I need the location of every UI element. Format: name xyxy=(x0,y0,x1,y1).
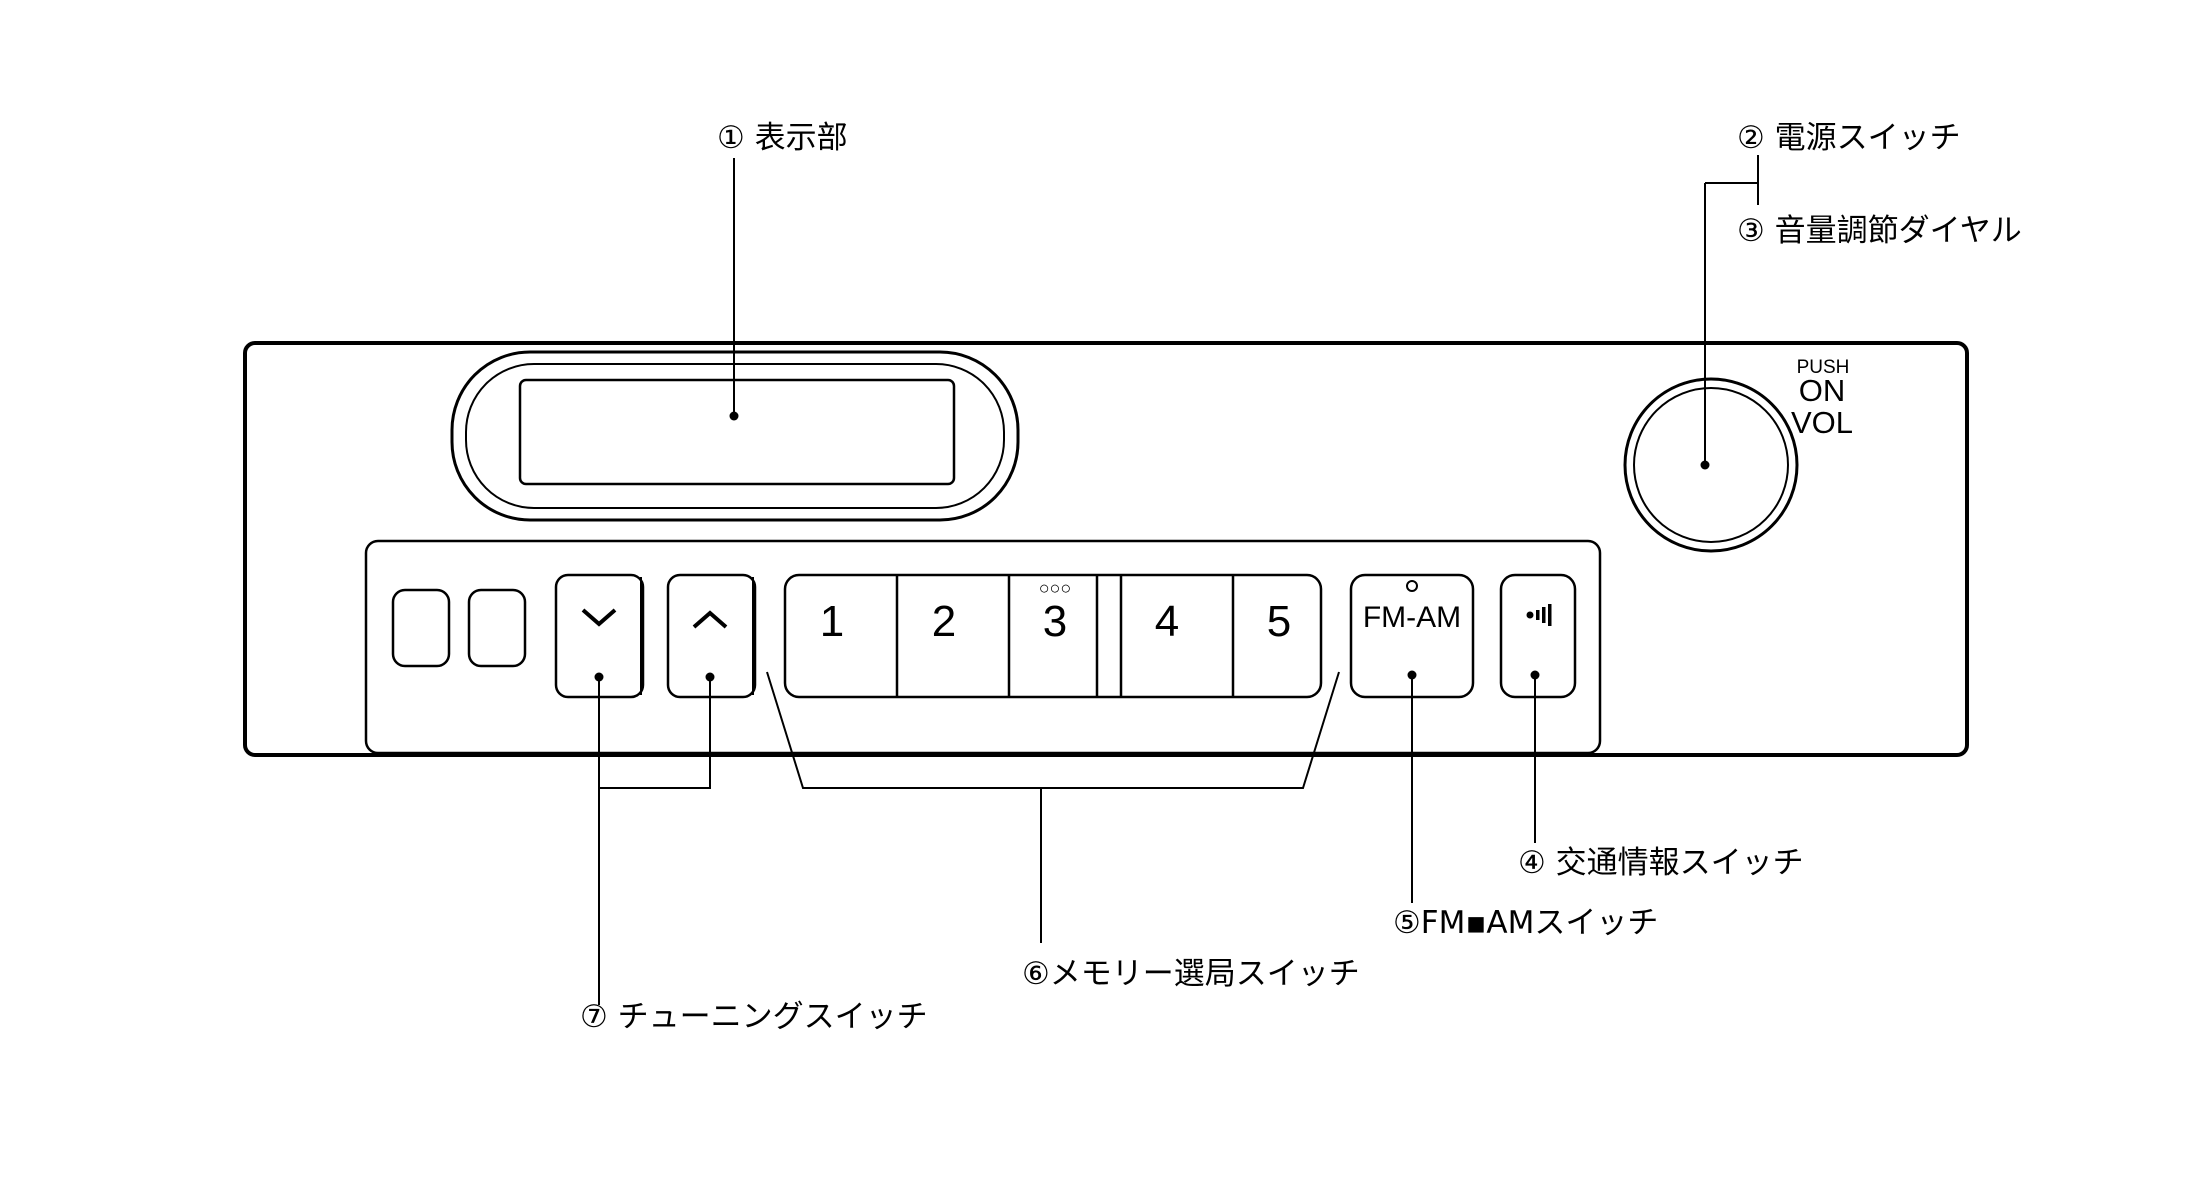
callout-traffic-info: ④ 交通情報スイッチ xyxy=(1518,845,1804,881)
tune-up-button[interactable] xyxy=(666,573,757,699)
preset-label-3: 3 xyxy=(1043,597,1067,646)
callout-fm-am: ⑤FM▪AMスイッチ xyxy=(1393,905,1658,941)
blank-button-1[interactable] xyxy=(391,588,451,668)
callout-display: ① 表示部 xyxy=(717,120,848,156)
traffic-info-icon xyxy=(1526,604,1552,626)
preset-label-1: 1 xyxy=(820,597,844,646)
volume-knob[interactable] xyxy=(1623,377,1799,553)
preset-button-4[interactable]: 4 xyxy=(1155,597,1179,646)
radio-unit-frame xyxy=(243,341,1969,757)
leader-dots xyxy=(594,411,1710,682)
fm-am-button[interactable]: FM-AM xyxy=(1349,573,1475,699)
preset-label-2: 2 xyxy=(932,597,956,646)
traffic-info-button[interactable] xyxy=(1499,573,1577,699)
knob-on-label: ON xyxy=(1799,373,1846,408)
knob-vol-label: VOL xyxy=(1791,405,1853,440)
preset-button-5[interactable]: 5 xyxy=(1267,597,1291,646)
blank-button-2[interactable] xyxy=(467,588,527,668)
preset-button-3[interactable]: ○○○ 3 xyxy=(1039,578,1072,646)
callout-tuning: ⑦ チューニングスイッチ xyxy=(580,999,928,1035)
chevron-down-icon xyxy=(581,608,617,627)
preset-label-4: 4 xyxy=(1155,597,1179,646)
preset-button-group xyxy=(783,573,1323,699)
knob-push-label: PUSH xyxy=(1797,357,1850,378)
preset-button-2[interactable]: 2 xyxy=(932,597,956,646)
callout-power-switch: ② 電源スイッチ xyxy=(1737,120,1961,156)
fm-am-label: FM-AM xyxy=(1363,601,1461,634)
leader-lines xyxy=(598,155,1759,1005)
preset-3-marker: ○○○ xyxy=(1039,578,1072,598)
preset-button-1[interactable]: 1 xyxy=(820,597,844,646)
chevron-up-icon xyxy=(692,610,728,629)
preset-label-5: 5 xyxy=(1267,597,1291,646)
callout-volume-dial: ③ 音量調節ダイヤル xyxy=(1737,213,2022,249)
button-panel xyxy=(364,539,1602,755)
callout-memory-select: ⑥メモリー選局スイッチ xyxy=(1022,956,1360,992)
